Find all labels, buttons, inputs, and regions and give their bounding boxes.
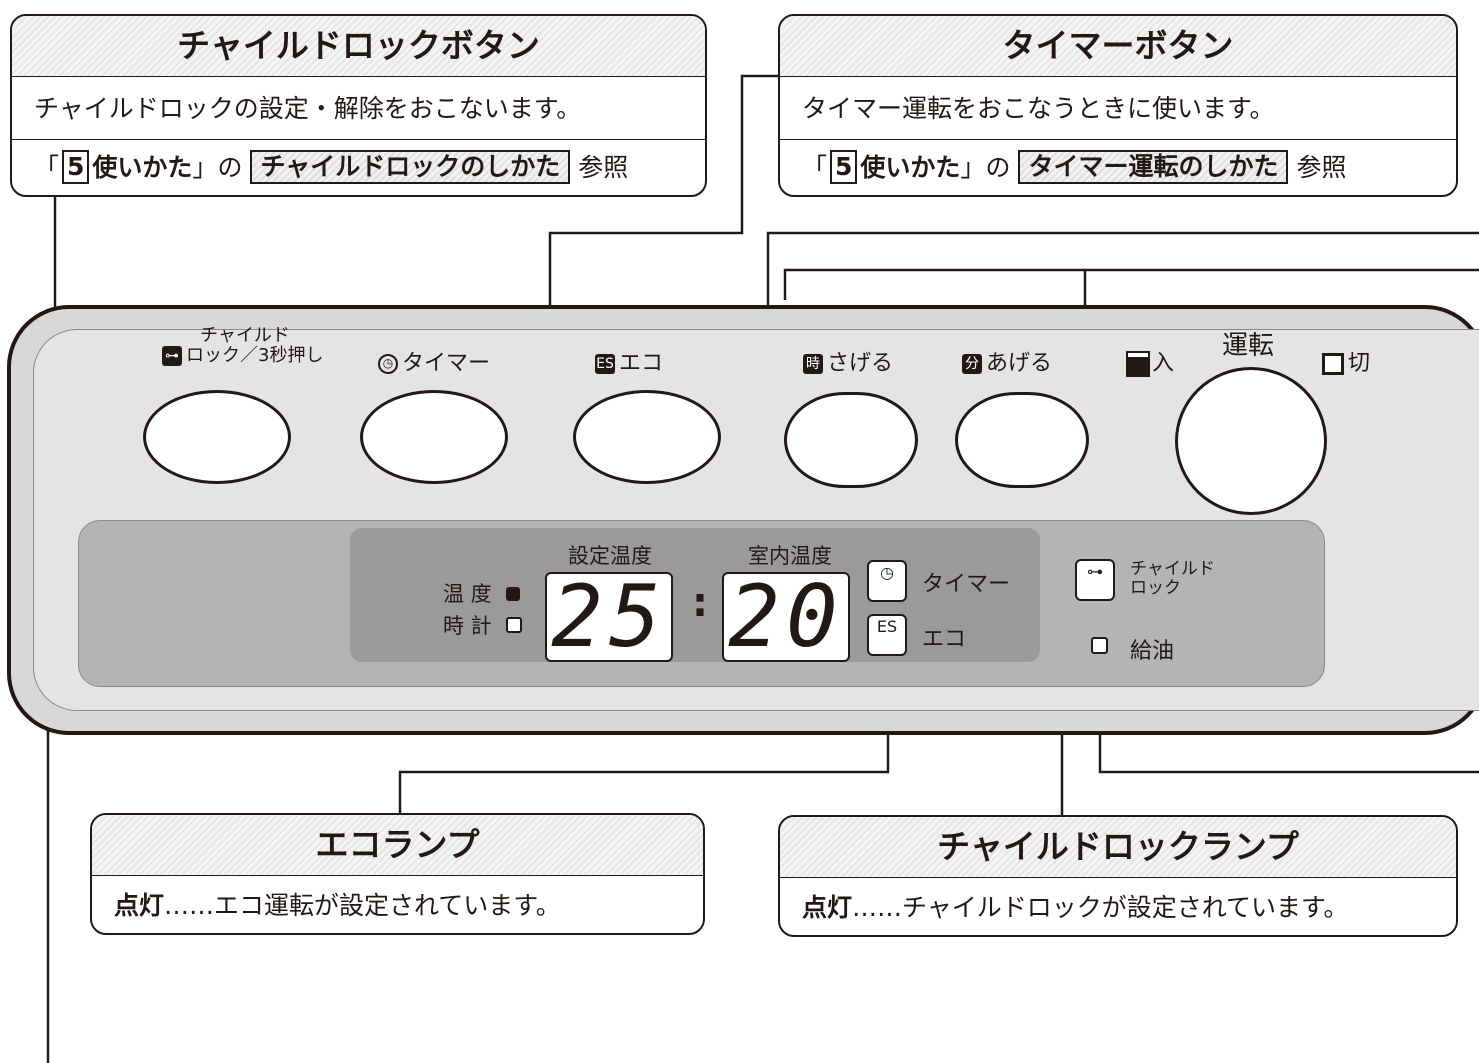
room-temp-display: 20 [722,572,850,662]
minute-up-button[interactable] [955,392,1089,488]
on-label: 入 [1128,345,1174,377]
hour-label-text: さげる [827,351,894,376]
child-lock-lamp-label-line2: ロック [1130,578,1181,598]
callout-description: チャイルドロックの設定・解除をおこないます。 [34,93,582,123]
eco-label-text: エコ [619,351,664,376]
timer-label-text: タイマー [402,351,491,376]
callout-description: タイマー運転をおこなうときに使います。 [802,93,1275,123]
clock-mode-label: 時 計 [443,614,492,638]
clock-icon: ◷ [880,563,894,582]
hour-down-button[interactable] [784,392,918,488]
temp-mode-label: 温 度 [443,582,492,606]
hour-icon: 時 [803,354,823,374]
child-lock-label-line2: ロック／3秒押し [186,345,324,366]
ref-close: 」の [960,152,1011,182]
minute-label-text: あげる [986,351,1053,376]
child-lock-lamp-label-line1: チャイルド [1130,559,1215,579]
child-lock-label-line1: チャイルド [200,325,290,346]
key-icon: ⊶ [1087,562,1103,581]
minute-icon: 分 [962,354,982,374]
callout-title: チャイルドロックランプ [780,817,1456,878]
timer-lamp: ◷ [867,560,907,602]
ref-section: 使いかた [92,152,193,182]
display-window [350,528,1040,662]
clock-mode-lamp: 時 計 [443,610,523,640]
lamp-state: 点灯 [114,890,165,920]
clock-mode-indicator [506,617,523,633]
eco-lamp: ES [867,614,907,656]
ref-link: タイマー運転のしかた [1018,150,1289,184]
eco-button[interactable] [573,390,721,484]
ref-chapter-number: 5 [830,150,858,184]
ref-open: 「 [802,152,828,182]
clock-icon: ◷ [378,354,398,374]
timer-lamp-label: タイマー [922,572,1011,597]
lamp-state-desc: ……エコ運転が設定されています。 [164,890,561,920]
child-lock-button[interactable] [143,390,291,484]
ref-suffix: 参照 [578,152,629,182]
key-icon: ⊶ [162,346,182,366]
room-temp-label: 室内温度 [748,544,832,568]
run-label: 運転 [1222,331,1275,361]
hour-down-button-label: 時さげる [803,345,893,377]
off-icon [1322,353,1344,375]
ref-chapter-number: 5 [62,150,90,184]
display-colon: : [692,580,708,626]
child-lock-button-label: チャイルド ⊶ロック／3秒押し [162,326,323,366]
run-button[interactable] [1175,367,1327,515]
leader-hour-button [783,268,1479,300]
eco-icon: ES [876,617,898,636]
ref-open: 「 [34,152,60,182]
set-temp-label: 設定温度 [568,544,652,568]
callout-title: タイマーボタン [780,16,1456,77]
lamp-state: 点灯 [802,892,853,922]
off-label-text: 切 [1348,351,1371,376]
timer-button[interactable] [360,390,508,484]
eco-lamp-label: エコ [922,627,967,652]
callout-eco-lamp: エコランプ 点灯……エコ運転が設定されています。 [90,813,705,935]
temp-mode-indicator [506,587,521,601]
ref-section: 使いかた [860,152,961,182]
timer-button-label: ◷タイマー [378,345,490,377]
ref-link: チャイルドロックのしかた [250,150,571,184]
minute-up-button-label: 分あげる [962,345,1052,377]
callout-description: 点灯……エコ運転が設定されています。 [92,876,703,933]
callout-title: エコランプ [92,815,703,876]
on-label-text: 入 [1152,351,1175,376]
ref-close: 」の [192,152,243,182]
callout-title: チャイルドロックボタン [12,16,705,77]
callout-description: 点灯……チャイルドロックが設定されています。 [780,878,1456,935]
temp-mode-lamp: 温 度 [443,578,521,608]
on-icon [1128,353,1148,375]
lamp-state-desc: ……チャイルドロックが設定されています。 [852,892,1349,922]
child-lock-lamp: ⊶ [1075,559,1115,601]
set-temp-display: 25 [545,572,673,662]
refuel-lamp-label: 給油 [1130,639,1175,664]
callout-child-lock-lamp: チャイルドロックランプ 点灯……チャイルドロックが設定されています。 [778,815,1458,937]
child-lock-lamp-label: チャイルド ロック [1130,560,1215,598]
eco-icon: ES [595,354,615,374]
refuel-lamp [1091,637,1108,654]
off-label: 切 [1322,345,1370,377]
ref-suffix: 参照 [1296,152,1347,182]
